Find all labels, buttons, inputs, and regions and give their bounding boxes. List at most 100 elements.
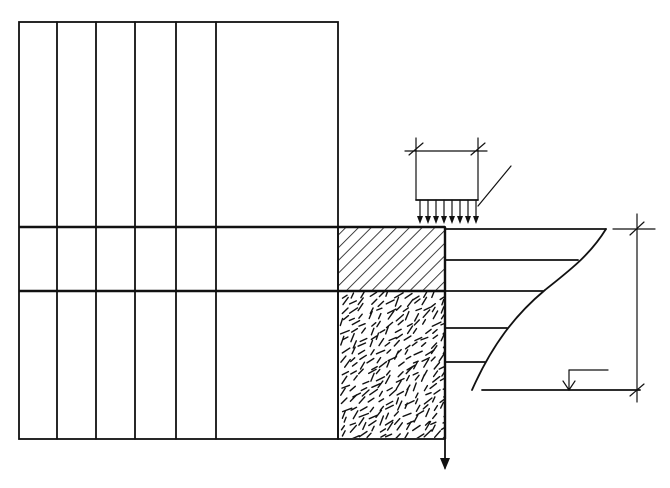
- soil-texture-stroke: [344, 358, 351, 368]
- soil-texture-stroke: [352, 435, 360, 438]
- soil-texture-stroke: [375, 349, 386, 355]
- soil-texture-stroke: [414, 398, 419, 405]
- soil-texture-stroke: [423, 292, 428, 298]
- surcharge-arrowhead: [433, 216, 439, 224]
- soil-texture-stroke: [350, 370, 357, 375]
- soil-texture-stroke: [358, 396, 366, 404]
- soil-texture-stroke: [385, 400, 394, 406]
- dashed-soil-zone: [339, 292, 445, 438]
- soil-texture-stroke: [420, 342, 427, 347]
- soil-texture-stroke: [357, 297, 364, 306]
- soil-texture-stroke: [395, 397, 400, 405]
- soil-texture-stroke: [423, 429, 433, 438]
- soil-texture-stroke: [386, 360, 391, 368]
- soil-texture-stroke: [387, 310, 395, 320]
- soil-texture-stroke: [413, 319, 420, 326]
- soil-texture-stroke: [438, 365, 445, 370]
- soil-texture-stroke: [366, 432, 372, 438]
- soil-texture-stroke: [360, 292, 365, 299]
- soil-texture-stroke: [384, 341, 391, 347]
- soil-texture-stroke: [368, 414, 378, 420]
- soil-texture-stroke: [377, 380, 384, 389]
- surcharge-arrowhead: [457, 216, 463, 224]
- soil-texture-stroke: [404, 344, 411, 350]
- soil-texture-stroke: [422, 404, 429, 410]
- soil-texture-stroke: [431, 292, 435, 299]
- soil-texture-stroke: [395, 313, 405, 322]
- soil-texture-stroke: [414, 336, 423, 342]
- soil-texture-stroke: [343, 416, 347, 423]
- soil-texture-stroke: [349, 424, 357, 433]
- soil-texture-stroke: [429, 382, 438, 390]
- surcharge-arrowhead: [465, 216, 471, 224]
- soil-texture-stroke: [396, 390, 405, 396]
- depth-dimension: [612, 213, 656, 403]
- soil-texture-stroke: [393, 411, 399, 417]
- soil-texture-stroke: [415, 307, 423, 312]
- soil-texture-stroke: [371, 383, 381, 388]
- soil-texture-stroke: [379, 428, 387, 433]
- soil-texture-stroke: [404, 432, 409, 438]
- soil-texture-stroke: [376, 356, 382, 364]
- soil-texture-stroke: [369, 339, 374, 348]
- soil-texture-stroke: [385, 292, 389, 297]
- soil-texture-stroke: [368, 310, 373, 320]
- soil-texture-stroke: [397, 400, 403, 411]
- soil-texture-stroke: [384, 419, 394, 426]
- soil-texture-stroke: [406, 298, 414, 308]
- soil-texture-stroke: [379, 405, 385, 412]
- soil-texture-stroke: [362, 421, 367, 431]
- soil-texture-stroke: [348, 317, 355, 322]
- soil-texture-stroke: [423, 384, 429, 392]
- soil-texture-stroke: [430, 356, 436, 362]
- soil-texture-stroke: [342, 336, 349, 341]
- soil-texture-stroke: [405, 355, 412, 360]
- soil-texture-stroke: [440, 426, 445, 431]
- soil-texture-stroke: [430, 303, 436, 308]
- soil-texture-stroke: [386, 349, 392, 354]
- soil-texture-stroke: [378, 398, 385, 403]
- water-level-marker: [562, 369, 609, 392]
- soil-texture-stroke: [350, 357, 356, 363]
- soil-texture-stroke: [369, 292, 378, 297]
- soil-texture-stroke: [393, 339, 400, 347]
- soil-texture-stroke: [431, 424, 436, 432]
- soil-texture-stroke: [368, 420, 377, 427]
- soil-texture-stroke: [375, 376, 386, 382]
- soil-texture-stroke: [440, 306, 445, 314]
- soil-texture-stroke: [342, 314, 350, 321]
- soil-texture-stroke: [370, 335, 378, 341]
- soil-texture-stroke: [413, 361, 419, 370]
- soil-texture-stroke: [432, 334, 439, 340]
- soil-texture-stroke: [366, 357, 375, 364]
- soil-texture-stroke: [341, 407, 353, 413]
- soil-texture-stroke: [431, 306, 436, 313]
- soil-texture-stroke: [341, 294, 348, 299]
- soil-texture-stroke: [394, 417, 401, 425]
- soil-texture-stroke: [379, 329, 386, 334]
- soil-texture-stroke: [430, 342, 438, 349]
- soil-texture-stroke: [341, 375, 348, 385]
- soil-texture-stroke: [384, 433, 393, 438]
- soil-texture-stroke: [375, 332, 380, 341]
- soil-texture-stroke: [394, 350, 400, 360]
- surcharge-arrowhead: [441, 216, 447, 224]
- soil-texture-stroke: [412, 327, 418, 334]
- soil-texture-stroke: [388, 336, 397, 342]
- soil-texture-stroke: [340, 387, 346, 396]
- hatched-retaining-zone: [337, 226, 446, 292]
- soil-texture-stroke: [387, 308, 397, 314]
- soil-texture-stroke: [370, 349, 375, 356]
- soil-texture-stroke: [370, 372, 375, 382]
- soil-texture-stroke: [371, 425, 375, 432]
- soil-texture-stroke: [353, 375, 358, 381]
- soil-texture-stroke: [420, 336, 429, 341]
- soil-texture-stroke: [412, 382, 417, 392]
- soil-texture-stroke: [394, 328, 402, 334]
- soil-texture-stroke: [412, 295, 420, 301]
- soil-texture-stroke: [397, 371, 404, 378]
- soil-texture-stroke: [362, 380, 370, 385]
- soil-texture-stroke: [359, 361, 366, 370]
- soil-texture-stroke: [350, 406, 358, 411]
- soil-texture-stroke: [432, 328, 438, 334]
